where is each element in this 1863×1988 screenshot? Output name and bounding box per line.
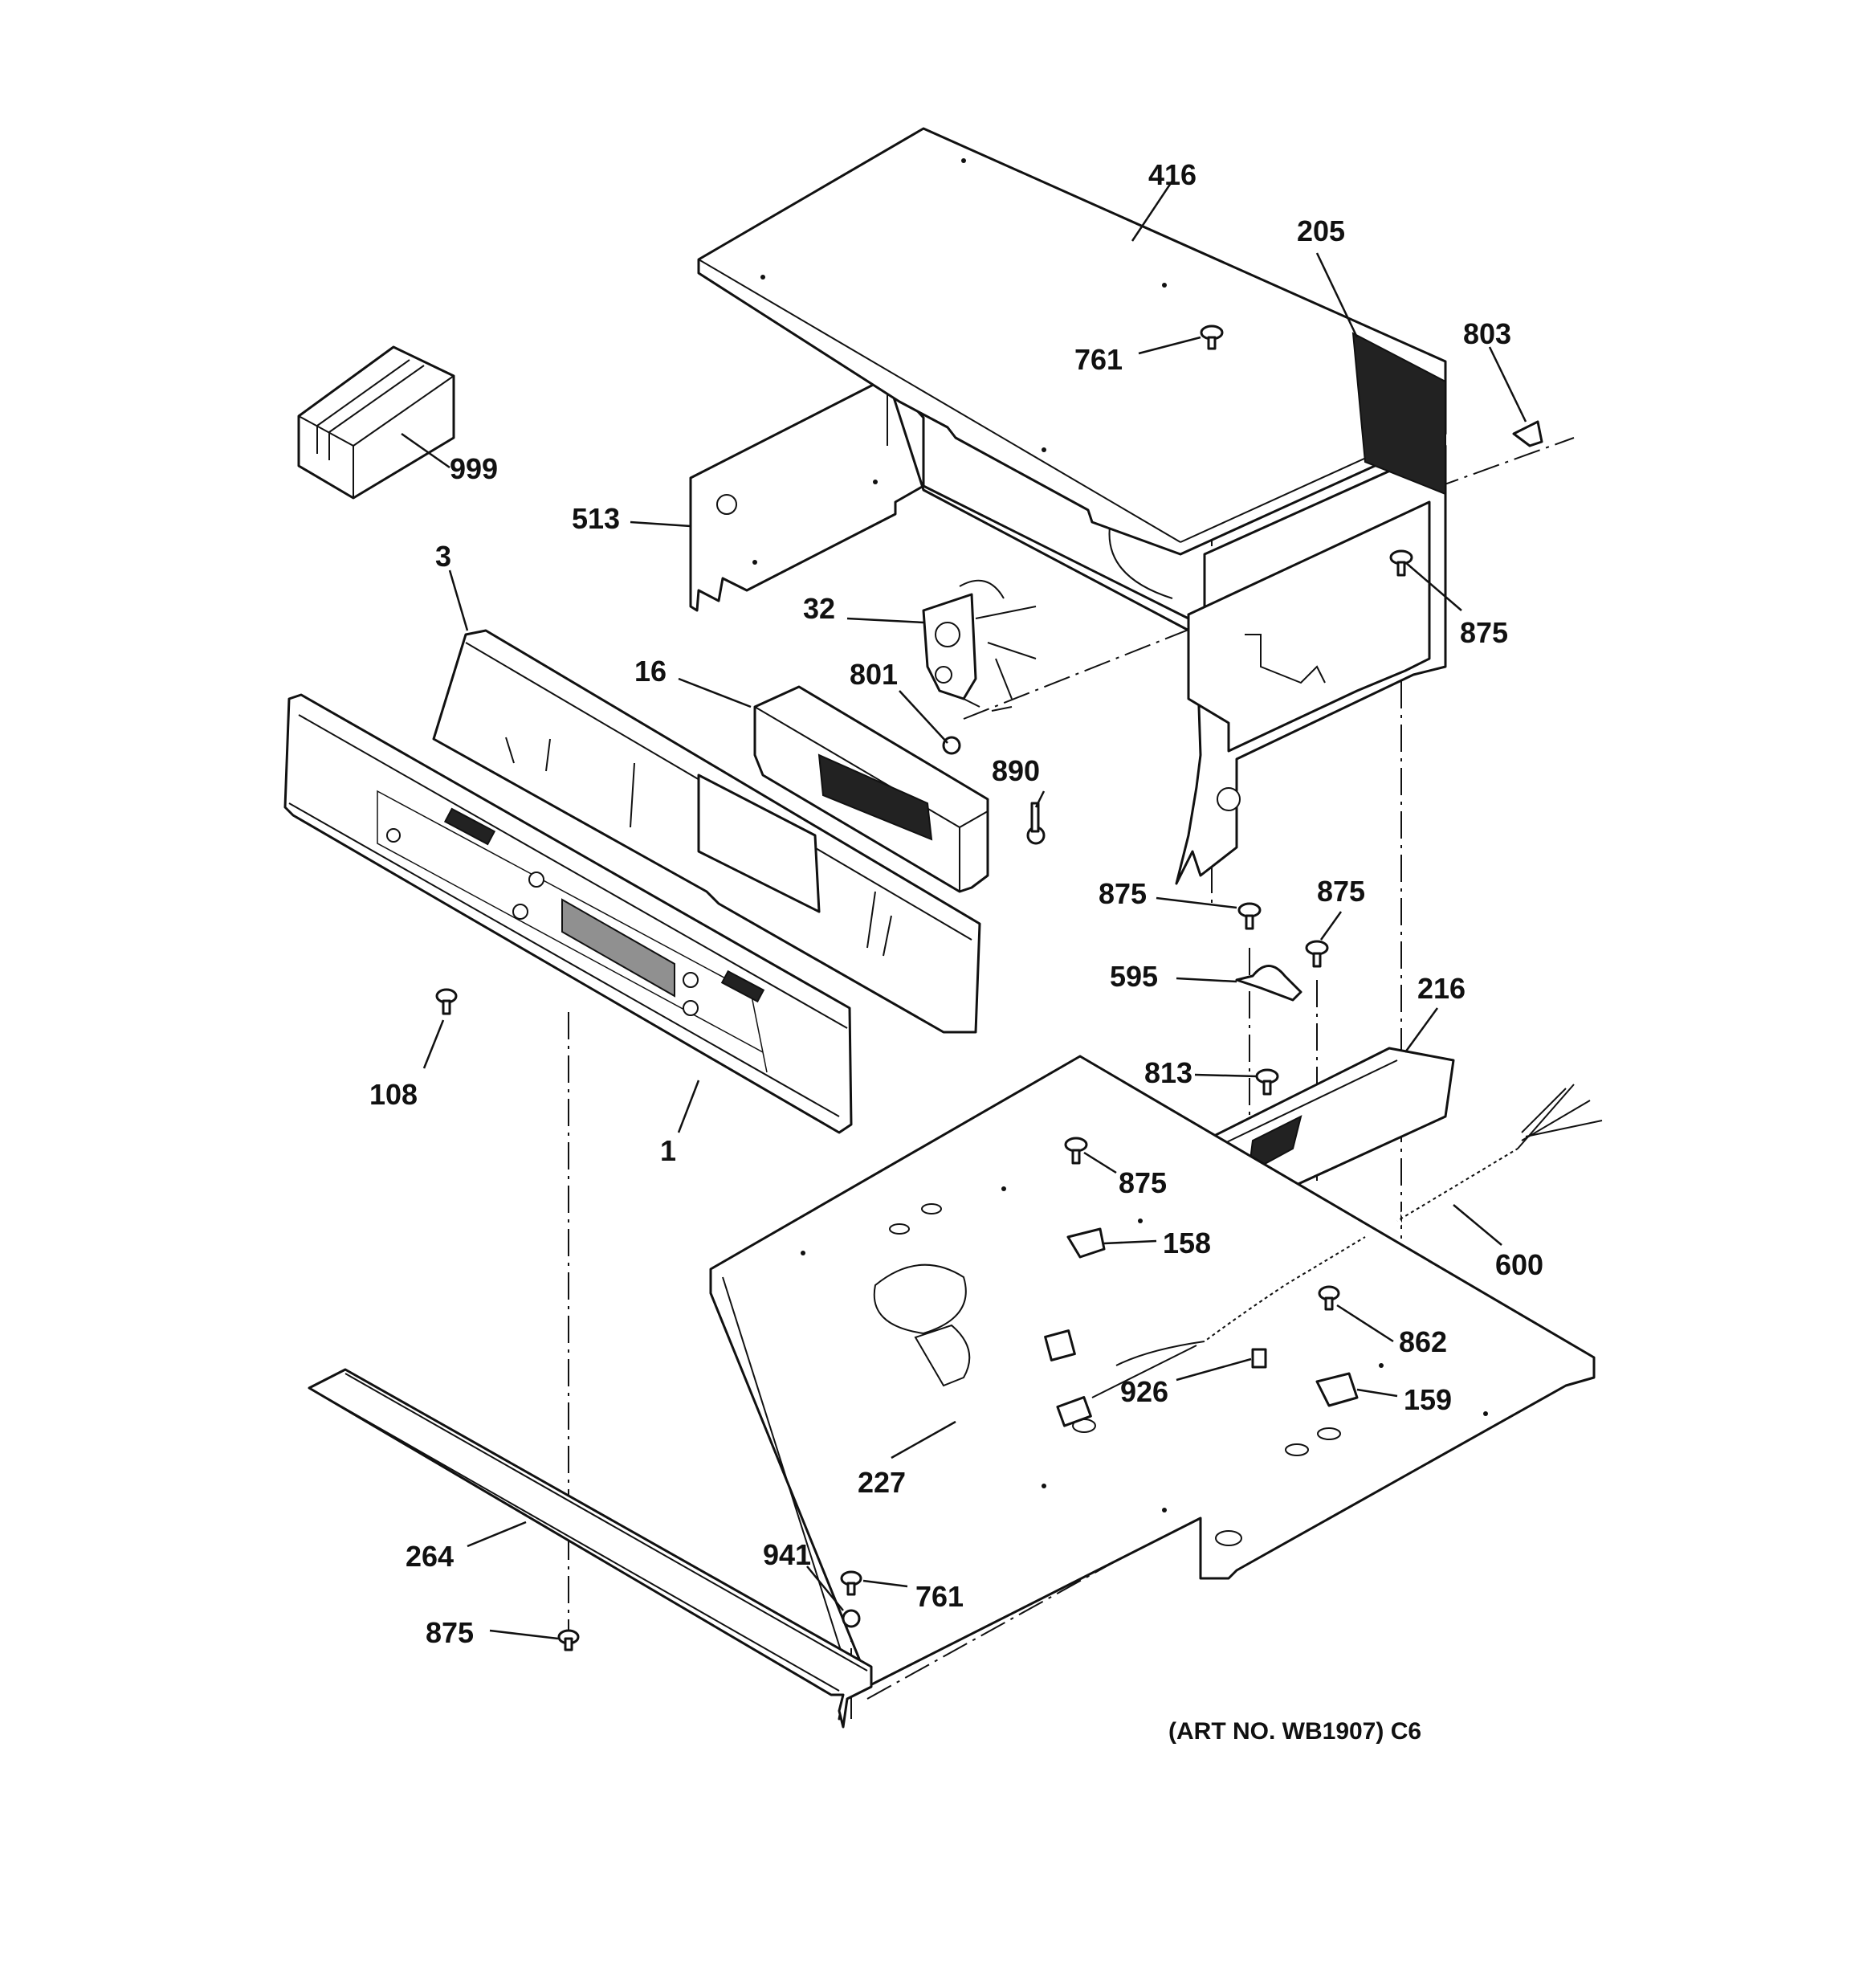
screw-875-mid-right xyxy=(1305,940,1329,968)
screw-875-floor xyxy=(1064,1137,1088,1165)
callout-862: 862 xyxy=(1399,1325,1447,1358)
callout-875-mid-left: 875 xyxy=(1099,877,1147,910)
callout-803: 803 xyxy=(1463,317,1511,350)
hardware-screws xyxy=(435,325,1543,1651)
callout-890: 890 xyxy=(992,754,1040,787)
callout-761-bottom: 761 xyxy=(915,1580,964,1613)
callout-926: 926 xyxy=(1120,1375,1168,1408)
callout-875-right: 875 xyxy=(1460,616,1508,649)
callout-416: 416 xyxy=(1148,158,1196,191)
clip-926 xyxy=(1251,1348,1267,1369)
callout-513: 513 xyxy=(572,502,620,535)
part-3-control-back-cover xyxy=(432,629,981,1034)
callout-813: 813 xyxy=(1144,1056,1192,1089)
screw-108 xyxy=(435,988,458,1015)
callout-941: 941 xyxy=(763,1538,811,1571)
callout-264: 264 xyxy=(406,1540,454,1573)
screw-875-bottom xyxy=(557,1629,580,1651)
leader-lines xyxy=(401,180,1527,1640)
callout-227: 227 xyxy=(858,1466,906,1499)
part-227-bottom-plate xyxy=(709,1055,1596,1721)
part-600-wire-harness xyxy=(1044,1084,1603,1427)
callout-875-floor: 875 xyxy=(1119,1166,1167,1199)
part-999-carton-box xyxy=(297,345,455,500)
clip-595 xyxy=(1235,965,1302,1002)
callout-761-top: 761 xyxy=(1074,343,1123,376)
callout-205: 205 xyxy=(1297,214,1345,247)
part-513-left-side-panel xyxy=(689,376,925,612)
thermostat-158 xyxy=(1066,1227,1106,1259)
part-416-top-cover xyxy=(697,127,1447,885)
callout-16: 16 xyxy=(634,655,667,688)
screw-803 xyxy=(1512,420,1543,447)
part-32-fan-motor xyxy=(922,579,1037,712)
callout-595: 595 xyxy=(1110,960,1158,993)
screw-875-mid-left xyxy=(1237,902,1262,930)
callout-875-mid-right: 875 xyxy=(1317,875,1365,908)
callout-3: 3 xyxy=(435,540,451,573)
callout-875-bottom: 875 xyxy=(426,1616,474,1649)
screw-890 xyxy=(1026,802,1046,845)
callout-159: 159 xyxy=(1404,1383,1452,1416)
screw-761-bottom xyxy=(840,1570,862,1596)
screw-761-top xyxy=(1200,325,1224,350)
callout-158: 158 xyxy=(1163,1227,1211,1259)
part-264-front-rail xyxy=(308,1368,873,1729)
screw-875-right xyxy=(1389,549,1413,577)
screw-813 xyxy=(1255,1068,1279,1096)
callout-216: 216 xyxy=(1417,972,1466,1005)
part-16-electronic-control xyxy=(753,685,989,893)
screw-801 xyxy=(942,736,961,755)
callout-labels: 416 205 761 803 999 513 3 32 875 16 801 … xyxy=(369,158,1543,1649)
callout-801: 801 xyxy=(850,658,898,691)
art-number-label: (ART NO. WB1907) C6 xyxy=(1168,1718,1421,1745)
washer-941 xyxy=(842,1609,861,1628)
part-1-control-panel xyxy=(283,693,853,1134)
callout-32: 32 xyxy=(803,592,835,625)
callout-108: 108 xyxy=(369,1078,418,1111)
callout-999: 999 xyxy=(450,452,498,485)
callout-600: 600 xyxy=(1495,1248,1543,1281)
screw-862 xyxy=(1318,1285,1340,1311)
callout-1: 1 xyxy=(660,1134,676,1167)
thermostat-159 xyxy=(1315,1372,1359,1407)
